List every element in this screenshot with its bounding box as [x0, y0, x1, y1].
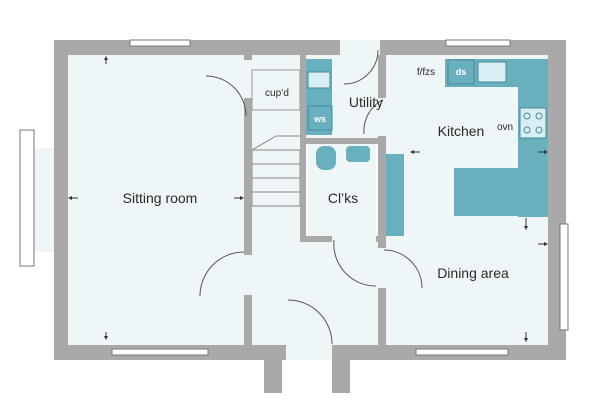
window-sitting-top — [129, 39, 191, 47]
basin — [346, 146, 370, 162]
door-swing — [383, 249, 423, 289]
fitted-units — [304, 59, 548, 236]
porch-right-wall — [332, 345, 350, 393]
door-swings — [199, 49, 423, 345]
window-dining-side — [559, 223, 569, 331]
sitting-room-floor — [68, 55, 246, 347]
wall-left — [54, 40, 68, 360]
sitting-room-lower-door-gap[interactable] — [244, 255, 252, 295]
room-label-cloaks: Cl’ks — [328, 190, 358, 206]
kitchen-island — [454, 168, 524, 216]
door-swing — [363, 99, 383, 135]
wall-utility-kitchen — [378, 55, 386, 347]
dishwasher-unit — [447, 59, 475, 85]
wall-sitting-hall — [244, 55, 252, 347]
hob-ring — [535, 112, 543, 120]
front-door-gap[interactable] — [286, 345, 332, 360]
stair-winder — [251, 135, 300, 151]
washer-unit — [307, 105, 333, 131]
porch-left-wall — [264, 345, 282, 393]
cloaks-door-gap[interactable] — [332, 236, 376, 242]
door-swing — [199, 251, 245, 297]
windows — [19, 39, 569, 356]
utility-kitchen-door-gap[interactable] — [378, 98, 386, 136]
hall-floor — [250, 55, 304, 347]
kitchen-left-units — [386, 154, 404, 236]
hob — [519, 107, 547, 139]
fixture-label-dishwasher: ds — [456, 67, 467, 77]
dimension-arrows — [68, 56, 548, 342]
back-door-gap[interactable] — [340, 40, 380, 55]
door-swing — [287, 299, 333, 345]
fixture-label-cupboard: cup’d — [265, 88, 289, 99]
utility-sink — [307, 71, 331, 89]
room-label-utility: Utility — [349, 94, 383, 110]
door-swing — [343, 49, 379, 85]
hob-ring — [523, 112, 531, 120]
room-label-dining-area: Dining area — [437, 265, 509, 281]
cupboard-outline — [251, 69, 301, 111]
window-bay — [19, 129, 35, 267]
fixture-label-washer: ws — [313, 114, 326, 124]
window-kitchen-top — [445, 39, 511, 47]
door-swing — [205, 75, 247, 117]
sitting-room-door-gap[interactable] — [244, 60, 252, 98]
room-label-kitchen: Kitchen — [438, 123, 485, 139]
room-label-sitting-room: Sitting room — [123, 190, 198, 206]
sink — [477, 61, 507, 83]
fixture-label-fridge-freezer: f/fzs — [417, 67, 435, 78]
door-openings[interactable] — [244, 40, 386, 360]
window-dining-bottom — [415, 348, 509, 356]
hob-ring — [535, 126, 543, 134]
wc — [316, 146, 336, 170]
wall-utility-cloaks — [306, 138, 380, 144]
door-swing — [333, 239, 377, 287]
wall-hall-utility — [300, 55, 306, 240]
fixture-label-oven: ovn — [497, 122, 513, 133]
hall-lower-floor — [300, 238, 384, 347]
window-sitting-bottom — [111, 348, 209, 356]
labels: Sitting room Utility Kitchen Cl’ks Dinin… — [123, 67, 513, 281]
dining-door-gap[interactable] — [378, 248, 386, 288]
hob-ring — [523, 126, 531, 134]
